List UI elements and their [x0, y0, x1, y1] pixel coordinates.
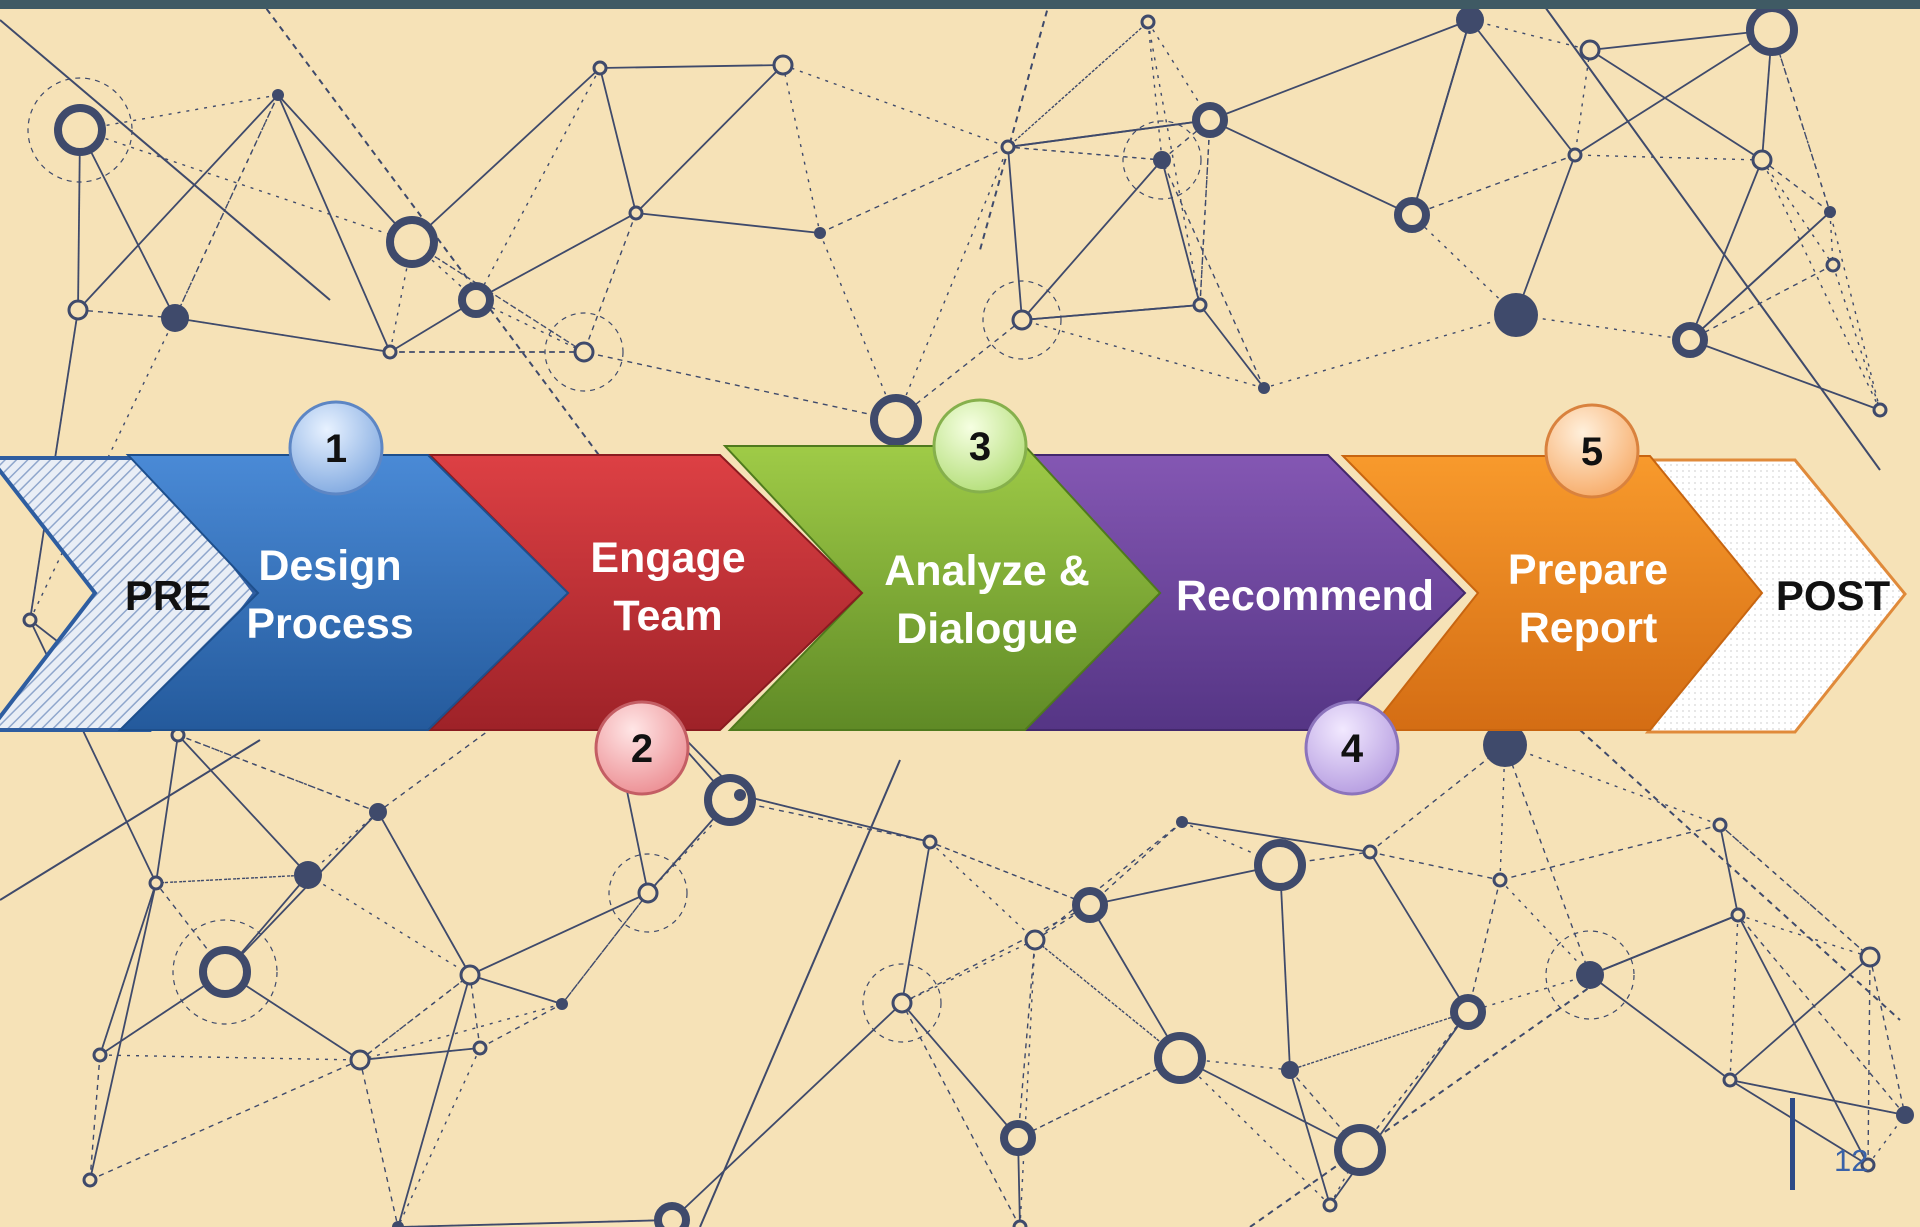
- step-2-badge: 2: [594, 700, 690, 796]
- step-2-label-line2: Team: [613, 592, 722, 640]
- step-1-label-line1: Design: [258, 542, 401, 590]
- page-number: 12: [1834, 1143, 1869, 1178]
- step-3-label-line2: Dialogue: [896, 605, 1078, 653]
- step-3-label-line1: Analyze &: [884, 547, 1090, 595]
- step-3-badge: 3: [932, 398, 1028, 494]
- step-5-badge: 5: [1544, 403, 1640, 499]
- step-4-badge: 4: [1304, 700, 1400, 796]
- pre-label: PRE: [125, 572, 211, 619]
- page-number-rule: [1790, 1098, 1795, 1190]
- step-1-badge: 1: [288, 400, 384, 496]
- step-4-number: 4: [1341, 727, 1364, 771]
- step-5-label-line1: Prepare: [1508, 546, 1668, 594]
- post-label: POST: [1776, 572, 1891, 619]
- step-2-number: 2: [631, 727, 653, 771]
- step-2-label-line1: Engage: [590, 534, 745, 582]
- step-4-label: Recommend: [1176, 572, 1434, 620]
- step-1-label-line2: Process: [246, 600, 413, 648]
- step-1-number: 1: [325, 427, 347, 471]
- step-3-number: 3: [969, 425, 991, 469]
- step-1-chevron: [117, 454, 570, 731]
- step-5-label-line2: Report: [1519, 604, 1658, 652]
- step-5-number: 5: [1581, 430, 1603, 474]
- top-bar: [0, 0, 1920, 9]
- step-5-chevron: [1340, 455, 1764, 731]
